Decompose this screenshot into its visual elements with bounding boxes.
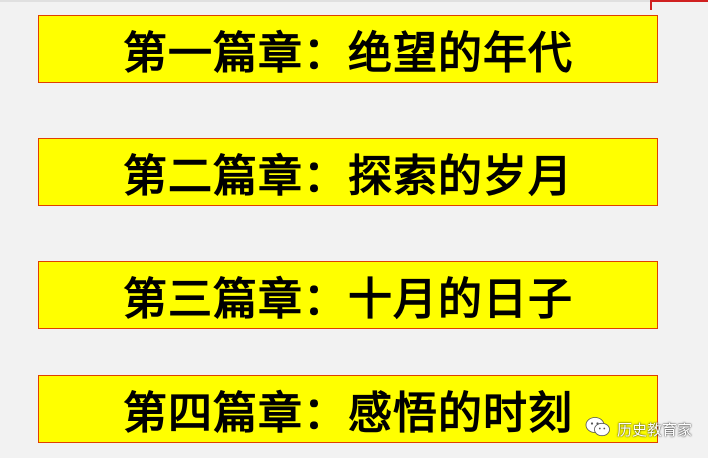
chapter-three-title: 第三篇章：十月的日子 <box>123 274 573 325</box>
corner-accent <box>650 0 708 10</box>
wechat-icon <box>585 416 611 442</box>
watermark: 历史教育家 <box>585 416 692 442</box>
chapter-one-box: 第一篇章：绝望的年代 <box>38 15 658 83</box>
chapter-four-box: 第四篇章：感悟的时刻 <box>38 375 658 443</box>
top-divider <box>0 0 708 2</box>
chapter-four-title: 第四篇章：感悟的时刻 <box>123 388 573 439</box>
chapter-one-title: 第一篇章：绝望的年代 <box>123 28 573 79</box>
watermark-text: 历史教育家 <box>616 420 692 439</box>
chapter-three-box: 第三篇章：十月的日子 <box>38 261 658 329</box>
chapter-two-box: 第二篇章：探索的岁月 <box>38 138 658 206</box>
chapter-two-title: 第二篇章：探索的岁月 <box>123 151 573 202</box>
